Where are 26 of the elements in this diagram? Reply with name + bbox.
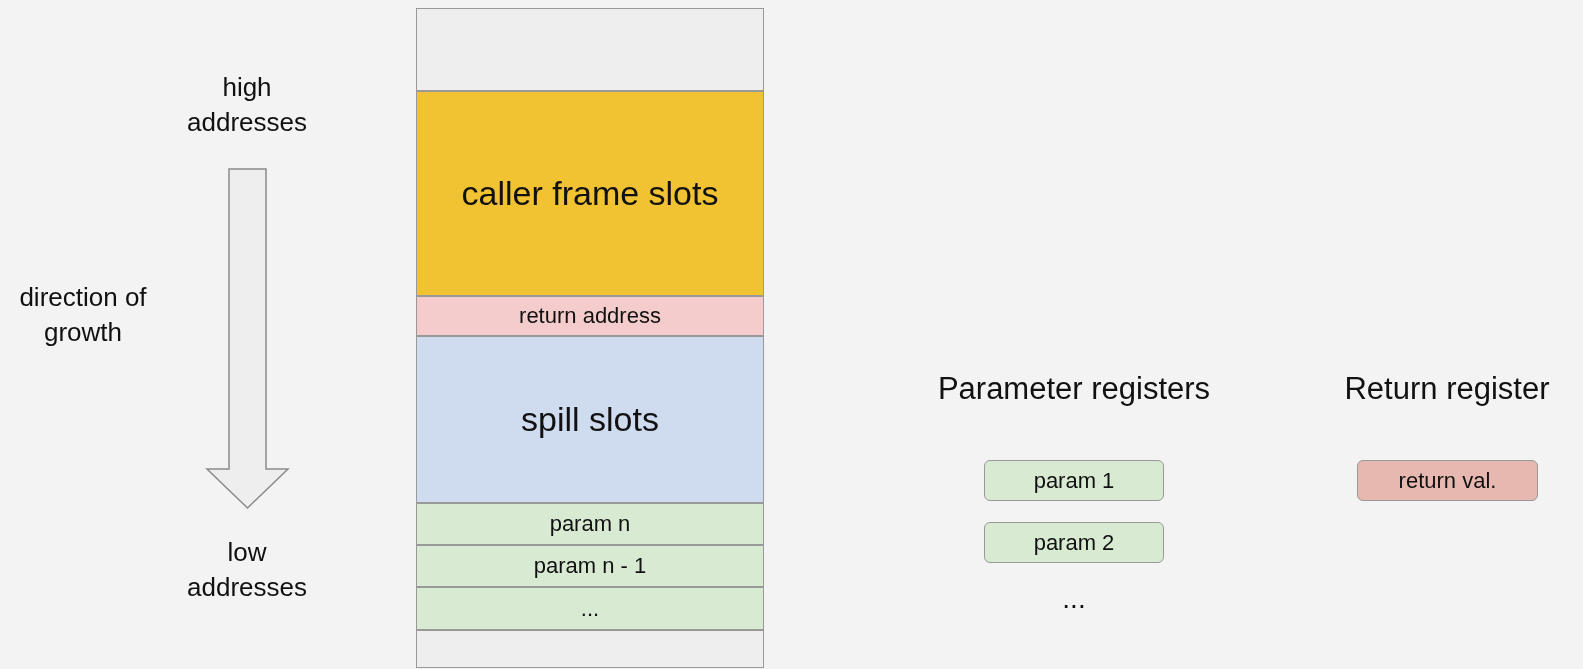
- text-label: high addresses: [186, 71, 308, 140]
- slot-label: param n - 1: [533, 552, 647, 580]
- stack-slot: [416, 630, 764, 668]
- text-label: low addresses: [186, 536, 308, 605]
- register-box: [984, 522, 1164, 563]
- text-label: Parameter registers: [936, 370, 1212, 408]
- stack-slot: [416, 8, 764, 91]
- stack-frame-block: [416, 91, 764, 296]
- slot-label: ...: [580, 594, 600, 623]
- register-box: [984, 460, 1164, 501]
- slot-label: spill slots: [521, 399, 659, 441]
- slot-label: return val.: [1398, 466, 1497, 495]
- slot-label: param n: [549, 510, 631, 538]
- slot-label: param 1: [1033, 466, 1115, 495]
- text-label: direction of growth: [18, 281, 148, 350]
- stack-slot: [416, 545, 764, 587]
- stack-slot: [416, 503, 764, 545]
- slot-label: param 2: [1033, 528, 1115, 557]
- stack-slot: [416, 296, 764, 336]
- stack-slot: [416, 587, 764, 630]
- stack-frame-block: [416, 336, 764, 503]
- slot-label: return address: [519, 302, 661, 330]
- register-box: [1357, 460, 1538, 501]
- slot-label: caller frame slots: [461, 173, 719, 215]
- text-label: ...: [1061, 582, 1087, 616]
- text-label: Return register: [1343, 370, 1551, 408]
